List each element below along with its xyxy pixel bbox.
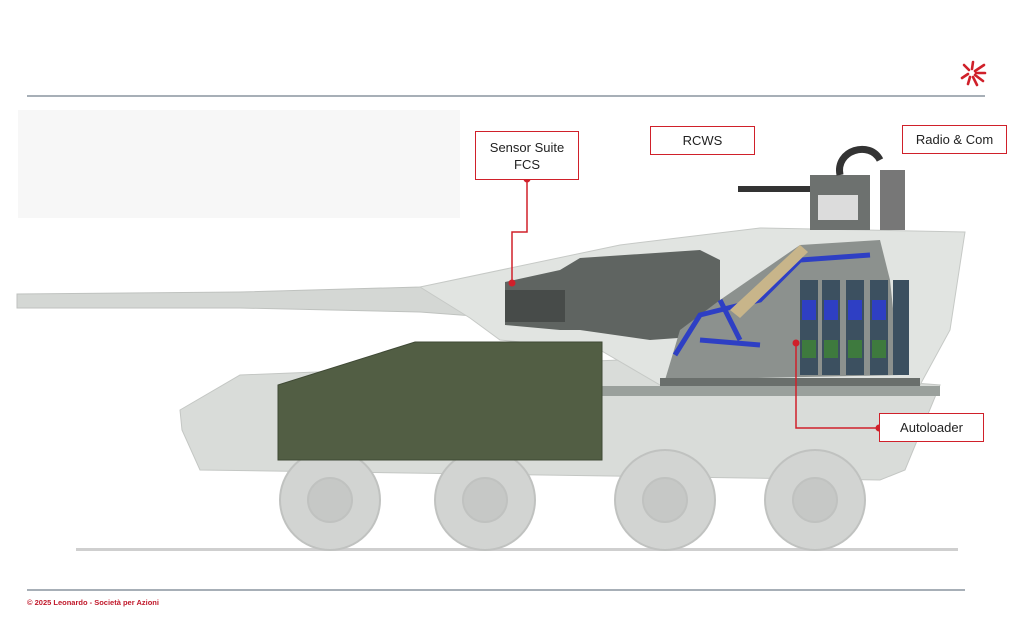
leonardo-logo bbox=[960, 60, 987, 87]
autoloader-label: Autoloader bbox=[879, 413, 984, 442]
ground-line bbox=[76, 548, 958, 551]
sensor-label-line2: FCS bbox=[514, 156, 540, 172]
wheels bbox=[279, 449, 866, 551]
radio-com-label: Radio & Com bbox=[902, 125, 1007, 154]
deck-plate bbox=[600, 386, 940, 396]
rcws-label: RCWS bbox=[650, 126, 755, 155]
autoloader-assembly bbox=[660, 240, 920, 386]
bottom-rule bbox=[27, 589, 965, 591]
top-rule bbox=[27, 95, 985, 97]
copyright-footer: © 2025 Leonardo - Società per Azioni bbox=[27, 598, 159, 607]
rcws-weapon bbox=[738, 145, 905, 230]
sensor-suite-fcs-label: Sensor Suite FCS bbox=[475, 131, 579, 180]
callout-lines bbox=[511, 179, 879, 429]
background-panel bbox=[18, 110, 460, 218]
hull-storage-box bbox=[277, 341, 603, 461]
sensor-label-line1: Sensor Suite bbox=[489, 139, 565, 155]
